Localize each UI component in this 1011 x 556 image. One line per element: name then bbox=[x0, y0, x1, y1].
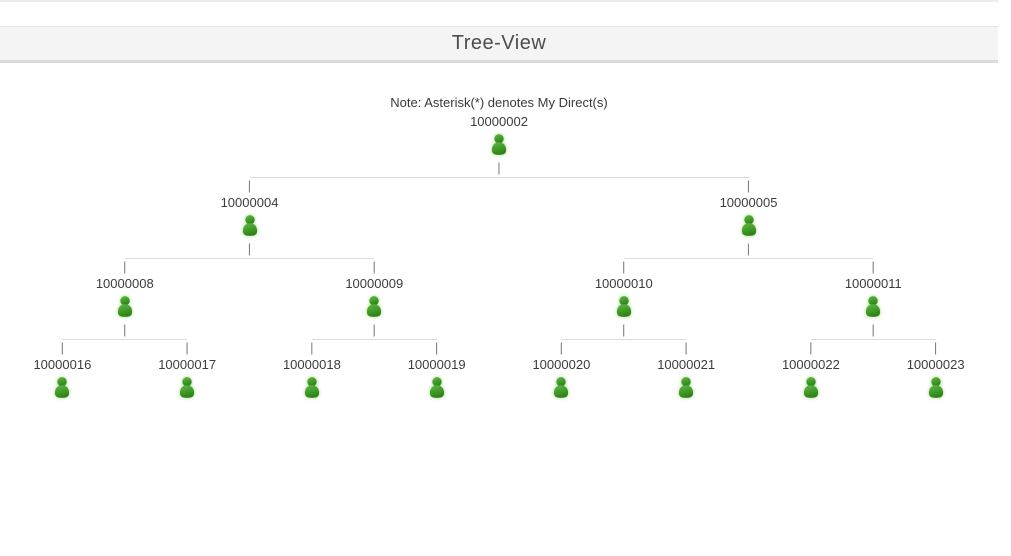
tree-subtree: | 10000011 | | 10000022 | 10000023 bbox=[749, 258, 999, 402]
connector-bottom-tick: | bbox=[871, 322, 875, 337]
person-icon[interactable] bbox=[175, 375, 199, 401]
tree-subtree: | 10000020 bbox=[499, 339, 624, 402]
children-row: |10000010||10000020|10000021|10000011||1… bbox=[499, 258, 998, 402]
person-icon[interactable] bbox=[549, 375, 573, 401]
connector-top-tick: | bbox=[684, 340, 688, 355]
children-row: | 10000018 | 10000019 bbox=[250, 339, 500, 402]
tree-subtree: | 10000010 | | 10000020 | 10000021 bbox=[499, 258, 749, 402]
member-id-label: 10000011 bbox=[844, 276, 902, 291]
note-text: Note: Asterisk(*) denotes My Direct(s) bbox=[390, 95, 608, 110]
connector-horizontal-line bbox=[561, 339, 687, 340]
member-id-label: 10000018 bbox=[282, 357, 341, 372]
tree-subtree: | 10000008 | | 10000016 | 10000017 bbox=[0, 258, 250, 402]
member-id-label: 10000016 bbox=[33, 357, 92, 372]
connector-top-tick: | bbox=[746, 178, 751, 193]
member-id-label: 10000020 bbox=[532, 357, 591, 372]
connector-top-tick: | bbox=[60, 340, 65, 355]
member-id-label: 10000010 bbox=[594, 276, 653, 291]
member-id-label: 10000022 bbox=[781, 357, 840, 372]
connector-top-tick: | bbox=[434, 340, 439, 355]
tree-subtree: | 10000022 bbox=[749, 339, 874, 402]
tree-subtree: | 10000019 bbox=[374, 339, 499, 402]
tree-subtree: |10000005||10000010||10000020|10000021|1… bbox=[499, 177, 998, 402]
person-icon[interactable] bbox=[861, 294, 885, 320]
children-row: |10000004||10000008||10000016|10000017|1… bbox=[0, 177, 998, 402]
children-row: | 10000022 | 10000023 bbox=[749, 339, 999, 402]
person-icon[interactable] bbox=[612, 294, 636, 320]
member-id-label: 10000008 bbox=[95, 276, 154, 291]
page-title: Tree-View bbox=[451, 32, 547, 54]
connector-top-tick: | bbox=[809, 340, 813, 355]
connector-bottom-tick: | bbox=[372, 322, 376, 337]
connector-top-tick: | bbox=[123, 259, 127, 274]
tree-subtree: | 10000018 bbox=[250, 339, 375, 402]
connector-horizontal-line bbox=[623, 258, 874, 259]
connector-top-tick: | bbox=[933, 340, 938, 355]
person-icon[interactable] bbox=[674, 375, 698, 401]
person-icon[interactable] bbox=[362, 294, 386, 320]
person-icon[interactable] bbox=[799, 375, 823, 401]
connector-horizontal-line bbox=[810, 339, 936, 340]
genealogy-tree: 10000002||10000004||10000008||10000016|1… bbox=[0, 114, 998, 402]
tree-subtree: | 10000023 bbox=[873, 339, 998, 402]
person-icon[interactable] bbox=[238, 213, 262, 239]
connector-top-tick: | bbox=[871, 259, 875, 274]
connector-bottom-tick: | bbox=[746, 241, 751, 256]
tree-subtree: |10000004||10000008||10000016|10000017|1… bbox=[0, 177, 499, 402]
page-top-divider bbox=[0, 0, 998, 2]
tree-view-content: Note: Asterisk(*) denotes My Direct(s) 1… bbox=[0, 95, 998, 402]
person-icon[interactable] bbox=[50, 375, 74, 401]
member-id-label: 10000005 bbox=[719, 195, 778, 210]
connector-horizontal-line bbox=[62, 339, 188, 340]
person-icon[interactable] bbox=[487, 132, 511, 158]
page: Tree-View Note: Asterisk(*) denotes My D… bbox=[0, 0, 998, 402]
person-icon[interactable] bbox=[737, 213, 761, 239]
member-id-label: 10000017 bbox=[158, 357, 217, 372]
connector-top-tick: | bbox=[622, 259, 626, 274]
connector-top-tick: | bbox=[247, 178, 252, 193]
children-row: | 10000020 | 10000021 bbox=[499, 339, 749, 402]
tree-subtree: | 10000017 bbox=[125, 339, 250, 402]
connector-bottom-tick: | bbox=[247, 241, 252, 256]
tree-subtree: 10000002||10000004||10000008||10000016|1… bbox=[0, 114, 998, 402]
connector-top-tick: | bbox=[185, 340, 189, 355]
member-id-label: 10000004 bbox=[220, 195, 279, 210]
connector-top-tick: | bbox=[559, 340, 564, 355]
tree-subtree: | 10000016 bbox=[0, 339, 125, 402]
member-id-label: 10000019 bbox=[407, 357, 466, 372]
connector-horizontal-line bbox=[124, 258, 375, 259]
person-icon[interactable] bbox=[425, 375, 449, 401]
connector-horizontal-line bbox=[311, 339, 437, 340]
member-id-label: 10000021 bbox=[657, 357, 716, 372]
member-id-label: 10000023 bbox=[906, 357, 965, 372]
connector-horizontal-line bbox=[249, 177, 749, 178]
person-icon[interactable] bbox=[113, 294, 137, 320]
member-id-label: 10000002 bbox=[470, 114, 528, 129]
connector-top-tick: | bbox=[372, 259, 376, 274]
children-row: |10000008||10000016|10000017|10000009||1… bbox=[0, 258, 499, 402]
person-icon[interactable] bbox=[924, 375, 948, 401]
person-icon[interactable] bbox=[300, 375, 324, 401]
tree-subtree: | 10000009 | | 10000018 | 10000019 bbox=[250, 258, 500, 402]
connector-top-tick: | bbox=[310, 340, 314, 355]
connector-bottom-tick: | bbox=[123, 322, 127, 337]
connector-bottom-tick: | bbox=[497, 160, 501, 175]
tree-subtree: | 10000021 bbox=[624, 339, 749, 402]
connector-bottom-tick: | bbox=[622, 322, 626, 337]
member-id-label: 10000009 bbox=[345, 276, 404, 291]
page-header: Tree-View bbox=[0, 26, 998, 63]
children-row: | 10000016 | 10000017 bbox=[0, 339, 250, 402]
